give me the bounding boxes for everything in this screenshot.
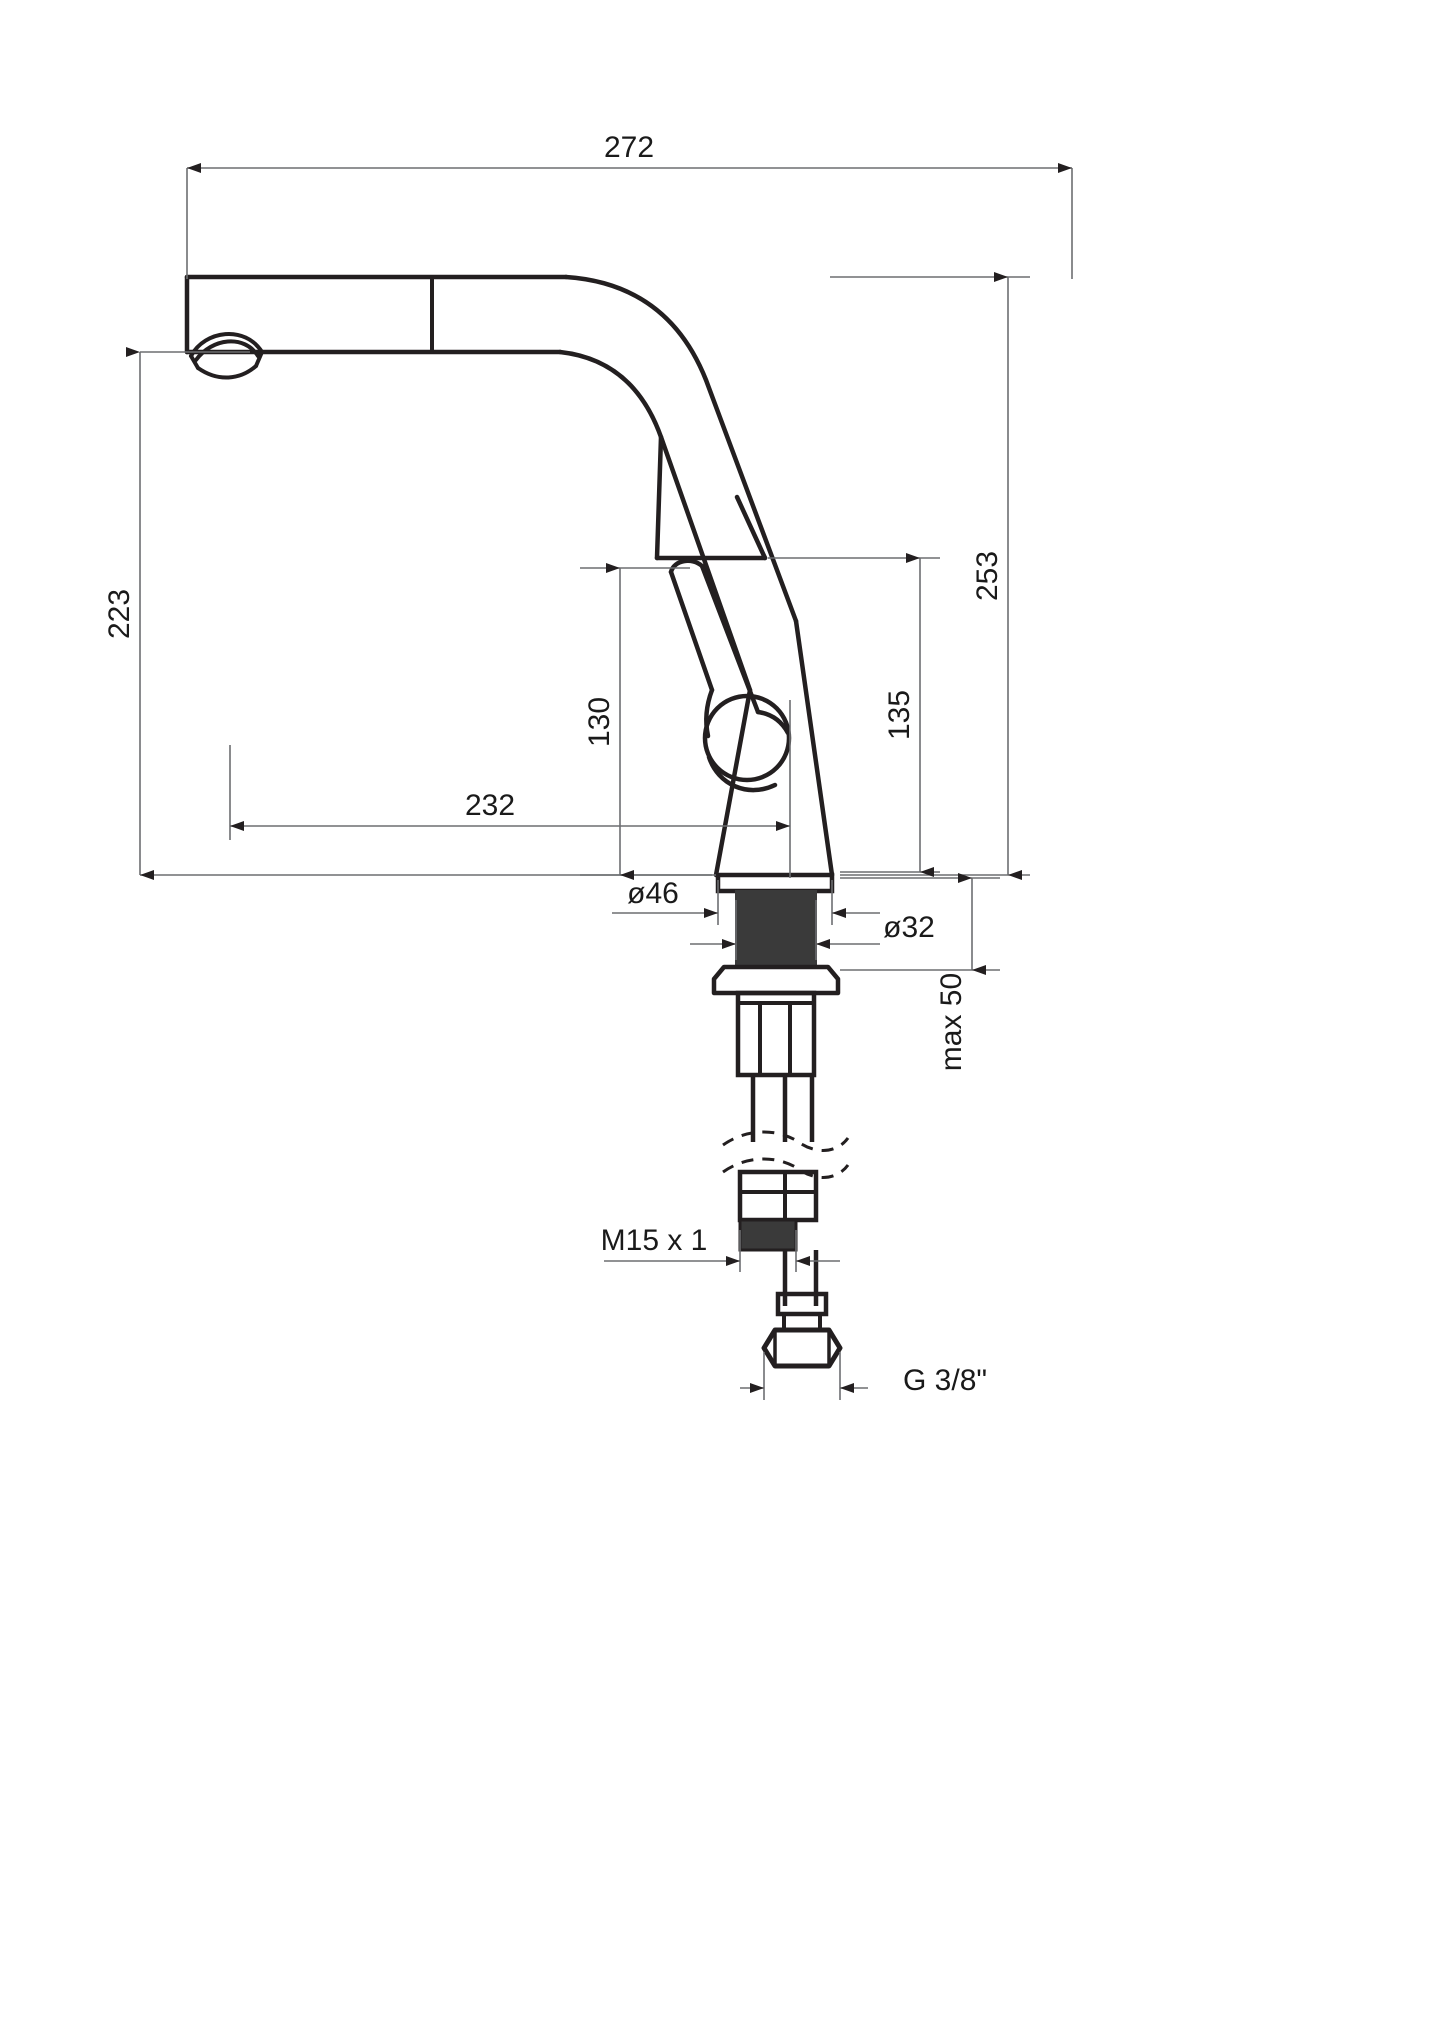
- dim-label-max50: max 50: [935, 973, 968, 1071]
- column-left-face: [713, 687, 753, 878]
- handle-lever-assembly: [668, 558, 792, 793]
- break-line-lower: [722, 1157, 850, 1179]
- dim-label-253: 253: [971, 551, 1004, 601]
- handle-lever-circle: [702, 693, 792, 783]
- handle-lever-inner-arc: [706, 754, 778, 793]
- mounting-base-assembly: [711, 872, 850, 1369]
- inclined-column: [654, 434, 835, 878]
- base-flange: [715, 872, 835, 894]
- handle-slot-top: [668, 558, 705, 575]
- aerator-ring: [196, 364, 258, 380]
- aerator-left-lip: [189, 354, 200, 370]
- dim-label-223: 223: [103, 589, 136, 639]
- elbow-outer-curve: [563, 274, 799, 624]
- column-shoulder-front: [654, 434, 664, 561]
- threaded-shank-filled: [735, 890, 817, 968]
- aerator-detail: [189, 331, 264, 380]
- dim-label-135: 135: [883, 690, 916, 740]
- lower-stem-body: [737, 1169, 819, 1223]
- aerator-outer-arc: [189, 331, 264, 358]
- handle-slot-right: [699, 563, 761, 715]
- aerator-right-lip: [254, 350, 264, 368]
- dim-label-232: 232: [465, 789, 515, 822]
- dim-label-d46: ø46: [627, 877, 679, 910]
- dimension-labels: 272 223 253 135 130 232 ø46 ø32 max 50 M…: [103, 131, 1004, 1397]
- column-shoulder-right: [734, 494, 768, 561]
- dimension-lines: [126, 163, 1073, 1400]
- faucet-body-geometry: [184, 274, 799, 693]
- break-line-upper: [722, 1130, 850, 1152]
- shank-washer: [711, 964, 841, 996]
- column-right-face: [793, 618, 835, 878]
- dim-label-130: 130: [583, 697, 616, 747]
- handle-slot-left: [668, 569, 715, 693]
- dim-label-d32: ø32: [883, 911, 935, 944]
- mounting-nut-block: [735, 990, 817, 1078]
- elbow-inner-curve: [557, 349, 753, 693]
- dim-label-g38: G 3/8": [903, 1364, 987, 1397]
- handle-lever-tangent-right: [755, 709, 791, 736]
- dim-label-272: 272: [604, 131, 654, 164]
- aerator-inner-arc: [194, 339, 260, 362]
- handle-lever-tangent-left: [704, 687, 715, 739]
- m15-thread-block: [738, 1218, 798, 1252]
- dim-label-m15: M15 x 1: [601, 1224, 708, 1257]
